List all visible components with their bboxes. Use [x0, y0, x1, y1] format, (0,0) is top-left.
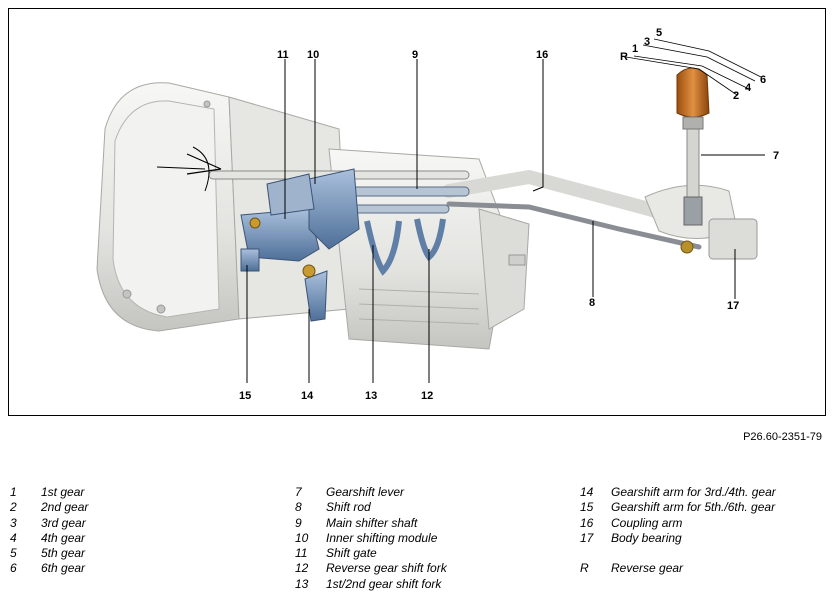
callout-13: 13 [365, 390, 377, 402]
legend-number: 5 [10, 546, 17, 561]
callout-3: 3 [644, 36, 650, 48]
callout-9: 9 [412, 49, 418, 61]
legend-number: 4 [10, 530, 17, 545]
callout-10: 10 [307, 49, 319, 61]
legend-number: 6 [10, 561, 17, 576]
legend-number: 16 [580, 515, 594, 530]
transmission-illustration: 11 10 9 16 5 3 1 R 6 4 2 7 8 17 15 14 13… [96, 27, 779, 402]
legend-text: Body bearing [611, 530, 682, 545]
legend-text: 1st/2nd gear shift fork [326, 576, 442, 591]
callout-1: 1 [632, 43, 638, 55]
legend-number: 12 [295, 561, 309, 576]
legend-text: Main shifter shaft [326, 515, 418, 530]
legend-row: R Reverse gear [580, 561, 830, 576]
callout-17: 17 [727, 300, 739, 312]
legend-row: 10 Inner shifting module [295, 531, 555, 546]
callout-R: R [620, 51, 628, 63]
legend-text: Shift gate [326, 546, 377, 561]
legend-number: 14 [580, 485, 594, 499]
leader-lines [246, 59, 765, 383]
legend-text: 6th gear [41, 561, 86, 576]
legend-text: Gearshift arm for 5th./6th. gear [611, 500, 776, 515]
callout-16: 16 [536, 49, 548, 61]
callout-15: 15 [239, 390, 251, 402]
legend-text: 2nd gear [41, 500, 89, 515]
legend-text: 1st gear [41, 485, 85, 499]
legend-text: 3rd gear [41, 515, 86, 530]
legend-number: 8 [295, 500, 302, 515]
legend-row: 1 1st gear [10, 485, 260, 500]
callout-12: 12 [421, 390, 433, 402]
legend-number: 13 [295, 576, 309, 591]
legend-row: 8 Shift rod [295, 500, 555, 515]
legend-column-arms: 14 Gearshift arm for 3rd./4th. gear 15 Gea… [580, 485, 830, 577]
gear-gate-lines [625, 38, 762, 96]
legend-row: 2 2nd gear [10, 500, 260, 515]
legend-text: Reverse gear shift fork [326, 561, 447, 576]
legend-text: Gearshift lever [326, 485, 405, 499]
legend-number: 7 [295, 485, 302, 499]
legend-number: 2 [10, 500, 17, 515]
callout-6: 6 [760, 74, 766, 86]
legend-number: 1 [10, 485, 17, 499]
legend-row: 13 1st/2nd gear shift fork [295, 577, 555, 592]
legend-row-spacer [580, 546, 830, 561]
gearbox-case [328, 148, 530, 350]
legend-number: 11 [295, 546, 308, 561]
legend-text: 5th gear [41, 546, 86, 561]
inner-shifting-module-drawing [156, 146, 470, 322]
legend-row: 6 6th gear [10, 561, 260, 576]
legend-number: 3 [10, 515, 17, 530]
legend-number: R [580, 561, 589, 576]
callout-2: 2 [733, 90, 739, 102]
gearshift-lever-drawing [644, 67, 758, 260]
legend-row: 4 4th gear [10, 531, 260, 546]
legend-row: 3 3rd gear [10, 516, 260, 531]
legend-number: 15 [580, 500, 594, 515]
callout-14: 14 [301, 390, 314, 402]
callout-5: 5 [656, 27, 662, 39]
figure-frame: 11 10 9 16 5 3 1 R 6 4 2 7 8 17 15 14 13… [8, 8, 826, 416]
legend-row: 14 Gearshift arm for 3rd./4th. gear [580, 485, 830, 500]
callouts: 11 10 9 16 5 3 1 R 6 4 2 7 8 17 15 14 13… [239, 27, 779, 402]
legend-text: Shift rod [326, 500, 371, 515]
legend-text: 4th gear [41, 530, 86, 545]
legend-number: 9 [295, 515, 302, 530]
legend-number: 17 [580, 530, 594, 545]
callout-7: 7 [773, 150, 779, 162]
legend-row: 5 5th gear [10, 546, 260, 561]
callout-4: 4 [745, 82, 752, 94]
callout-8: 8 [589, 297, 595, 309]
legend-row: 11 Shift gate [295, 546, 555, 561]
legend-row: 12 Reverse gear shift fork [295, 561, 555, 576]
legend-row: 7 Gearshift lever [295, 485, 555, 500]
legend-number: 10 [295, 530, 309, 545]
legend-row: 15 Gearshift arm for 5th./6th. gear [580, 500, 830, 515]
legend-text: Inner shifting module [326, 530, 438, 545]
legend-row: 9 Main shifter shaft [295, 516, 555, 531]
legend-text: Reverse gear [611, 561, 684, 576]
legend-text: Gearshift arm for 3rd./4th. gear [611, 485, 776, 499]
legend-text: Coupling arm [611, 515, 683, 530]
callout-11: 11 [277, 49, 289, 61]
figure-reference-code: P26.60-2351-79 [743, 431, 822, 443]
legend-column-components: 7 Gearshift lever 8 Shift rod 9 Main shifte… [295, 485, 555, 592]
legend-row: 17 Body bearing [580, 531, 830, 546]
legend-row: 16 Coupling arm [580, 516, 830, 531]
